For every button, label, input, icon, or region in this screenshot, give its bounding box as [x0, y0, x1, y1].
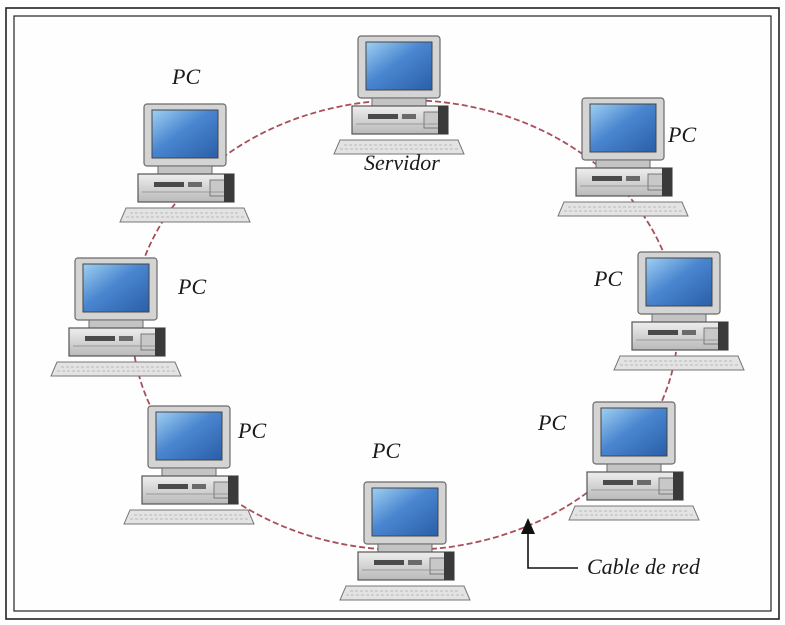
outer-frame	[5, 7, 780, 620]
pc-left-computer-icon	[50, 257, 182, 377]
callout-leader-line	[527, 532, 578, 569]
pc-bottom-left-computer-icon	[123, 405, 255, 525]
network-cable-callout-label: Cable de red	[587, 554, 700, 579]
pc-left-label: PC	[178, 274, 207, 299]
inner-frame	[13, 15, 772, 612]
pc-bottom-left-label: PC	[238, 418, 267, 443]
pc-bottom-computer-icon	[339, 481, 471, 601]
pc-bottom-label: PC	[372, 438, 401, 463]
pc-bottom-right-label: PC	[538, 410, 567, 435]
callout-arrow-icon	[521, 518, 535, 534]
pc-bottom-right-computer-icon	[568, 401, 700, 521]
pc-top-right-computer-icon	[557, 97, 689, 217]
pc-top-right-label: PC	[668, 122, 697, 147]
server-computer-icon	[333, 35, 465, 155]
server-label: Servidor	[364, 150, 440, 175]
pc-top-left-computer-icon	[119, 103, 251, 223]
pc-top-left-label: PC	[172, 64, 201, 89]
pc-right-computer-icon	[613, 251, 745, 371]
pc-right-label: PC	[594, 266, 623, 291]
